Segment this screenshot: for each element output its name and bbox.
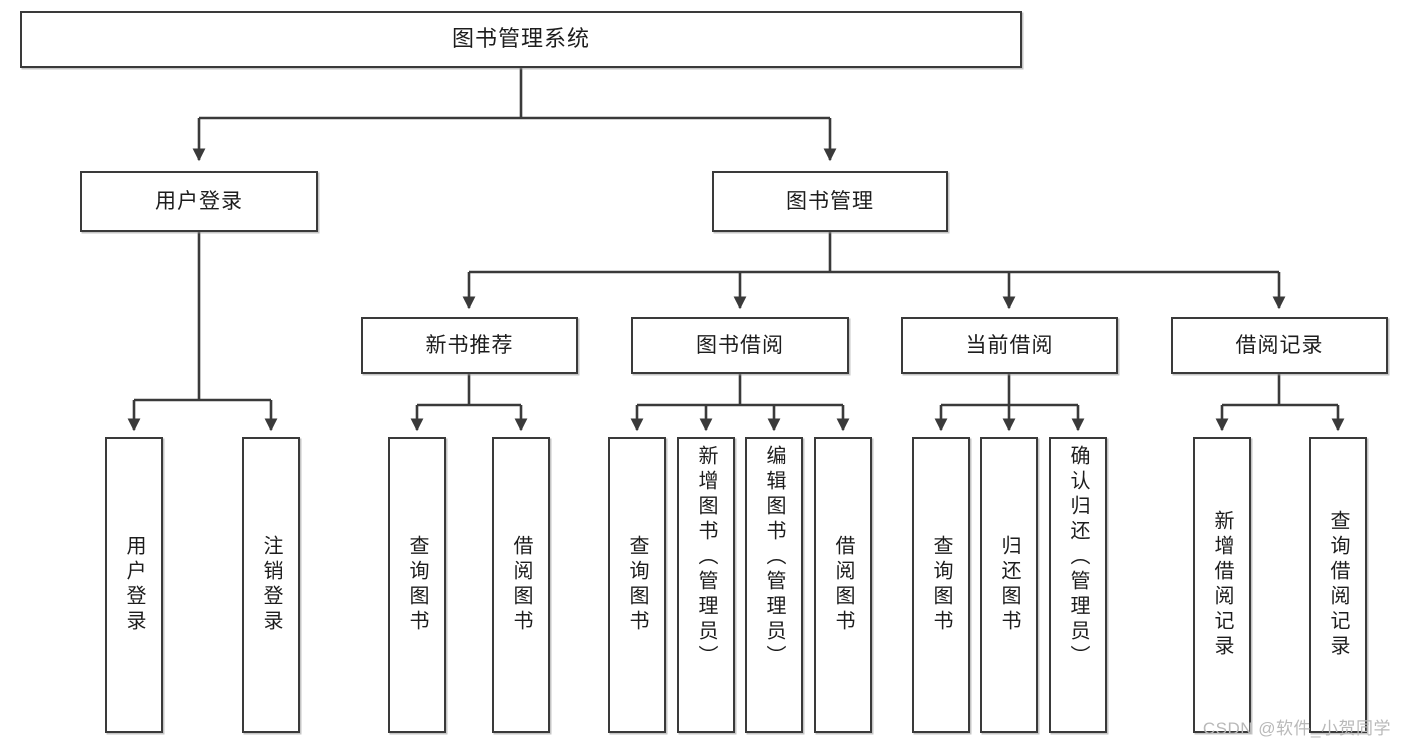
node-label: 新书推荐 <box>425 333 514 357</box>
node-label: 借阅图书 <box>510 535 532 635</box>
node-label: 图书管理 <box>786 189 874 213</box>
node-leaf-query-record[interactable]: 查询借阅记录 <box>1309 437 1367 733</box>
node-leaf-return-book[interactable]: 归还图书 <box>980 437 1038 733</box>
node-label: 注销登录 <box>260 535 282 635</box>
node-leaf-add-book[interactable]: 新增图书（管理员） <box>677 437 735 733</box>
node-label: 确认归还（管理员） <box>1067 445 1089 670</box>
node-leaf-query-book-1[interactable]: 查询图书 <box>388 437 446 733</box>
node-book-management[interactable]: 图书管理 <box>712 171 948 232</box>
node-label: 查询图书 <box>626 535 648 635</box>
node-book-borrow[interactable]: 图书借阅 <box>631 317 849 374</box>
node-borrow-record[interactable]: 借阅记录 <box>1171 317 1388 374</box>
csdn-watermark: CSDN @软件_小贺同学 <box>1202 719 1391 738</box>
node-label: 新增借阅记录 <box>1211 510 1233 660</box>
node-label: 图书管理系统 <box>451 26 590 52</box>
node-label: 查询借阅记录 <box>1327 510 1349 660</box>
node-new-book-recommend[interactable]: 新书推荐 <box>361 317 578 374</box>
node-label: 图书借阅 <box>696 333 784 357</box>
node-current-borrow[interactable]: 当前借阅 <box>901 317 1118 374</box>
node-label: 新增图书（管理员） <box>695 445 717 670</box>
node-leaf-query-book-2[interactable]: 查询图书 <box>608 437 666 733</box>
node-label: 当前借阅 <box>965 333 1054 357</box>
node-user-login[interactable]: 用户登录 <box>80 171 318 232</box>
node-label: 用户登录 <box>123 535 145 635</box>
node-label: 查询图书 <box>930 535 952 635</box>
node-leaf-edit-book[interactable]: 编辑图书（管理员） <box>745 437 803 733</box>
node-label: 查询图书 <box>406 535 428 635</box>
node-leaf-logout-login[interactable]: 注销登录 <box>242 437 300 733</box>
node-leaf-user-login[interactable]: 用户登录 <box>105 437 163 733</box>
node-leaf-borrow-book-1[interactable]: 借阅图书 <box>492 437 550 733</box>
node-label: 用户登录 <box>155 189 243 213</box>
node-root-book-management-system[interactable]: 图书管理系统 <box>20 11 1022 68</box>
node-leaf-confirm-return[interactable]: 确认归还（管理员） <box>1049 437 1107 733</box>
node-label: 归还图书 <box>998 535 1020 635</box>
node-leaf-add-record[interactable]: 新增借阅记录 <box>1193 437 1251 733</box>
node-label: 借阅记录 <box>1235 333 1324 357</box>
node-leaf-query-book-3[interactable]: 查询图书 <box>912 437 970 733</box>
node-leaf-borrow-book-2[interactable]: 借阅图书 <box>814 437 872 733</box>
node-label: 借阅图书 <box>832 535 854 635</box>
node-label: 编辑图书（管理员） <box>763 445 785 670</box>
